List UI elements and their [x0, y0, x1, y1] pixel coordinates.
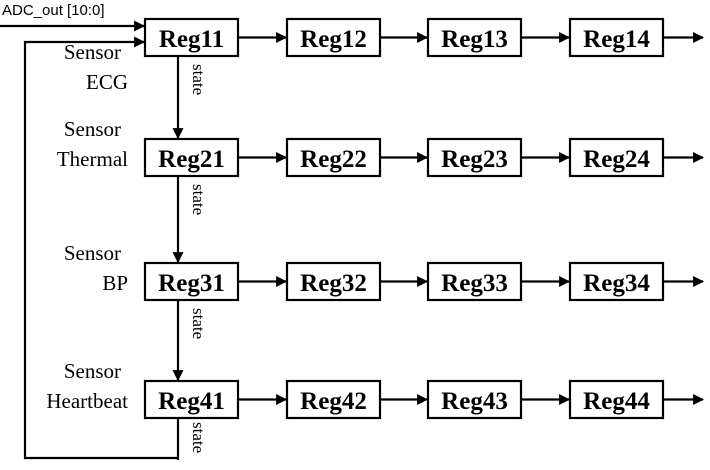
register-label: Reg23: [441, 146, 508, 173]
register-label: Reg34: [583, 270, 650, 297]
register-box: [143, 137, 240, 178]
sensor-label: Sensor: [64, 241, 121, 265]
register-label: Reg21: [158, 146, 225, 173]
sensor-label: ECG: [86, 70, 128, 94]
register-box: [143, 261, 240, 302]
register-box: [426, 137, 523, 178]
sensor-label: Sensor: [64, 40, 121, 64]
register-box: [426, 261, 523, 302]
register-box: [568, 17, 665, 58]
register-label: Reg43: [441, 388, 508, 415]
register-label: Reg22: [300, 146, 367, 173]
register-box: [285, 379, 382, 420]
state-label: state: [189, 308, 208, 339]
register-label: Reg24: [583, 146, 650, 173]
register-box: [143, 17, 240, 58]
register-box: [285, 17, 382, 58]
register-label: Reg41: [158, 388, 225, 415]
register-label: Reg31: [158, 270, 225, 297]
sensor-label: BP: [102, 271, 128, 295]
register-box: [143, 379, 240, 420]
wires: [0, 20, 705, 460]
register-box: [568, 379, 665, 420]
state-label: state: [189, 64, 208, 95]
sensor-label: Sensor: [64, 359, 121, 383]
register-label: Reg11: [159, 26, 224, 53]
register-box: [568, 137, 665, 178]
register-label: Reg13: [441, 26, 508, 53]
register-label: Reg42: [300, 388, 367, 415]
state-label: state: [189, 184, 208, 215]
register-box: [426, 17, 523, 58]
register-label: Reg32: [300, 270, 367, 297]
register-box: [568, 261, 665, 302]
state-label: state: [189, 422, 208, 453]
register-label: Reg14: [583, 26, 650, 53]
register-label: Reg44: [583, 388, 650, 415]
register-box: [426, 379, 523, 420]
register-label: Reg12: [300, 26, 367, 53]
register-box: [285, 261, 382, 302]
sensor-label: Heartbeat: [46, 389, 128, 413]
feedback-loop: [23, 36, 178, 460]
register-boxes: [143, 17, 665, 420]
sensor-label: Thermal: [57, 147, 128, 171]
register-label: Reg33: [441, 270, 508, 297]
adc-input-label: ADC_out [10:0]: [2, 2, 105, 19]
register-box: [285, 137, 382, 178]
sensor-label: Sensor: [64, 117, 121, 141]
